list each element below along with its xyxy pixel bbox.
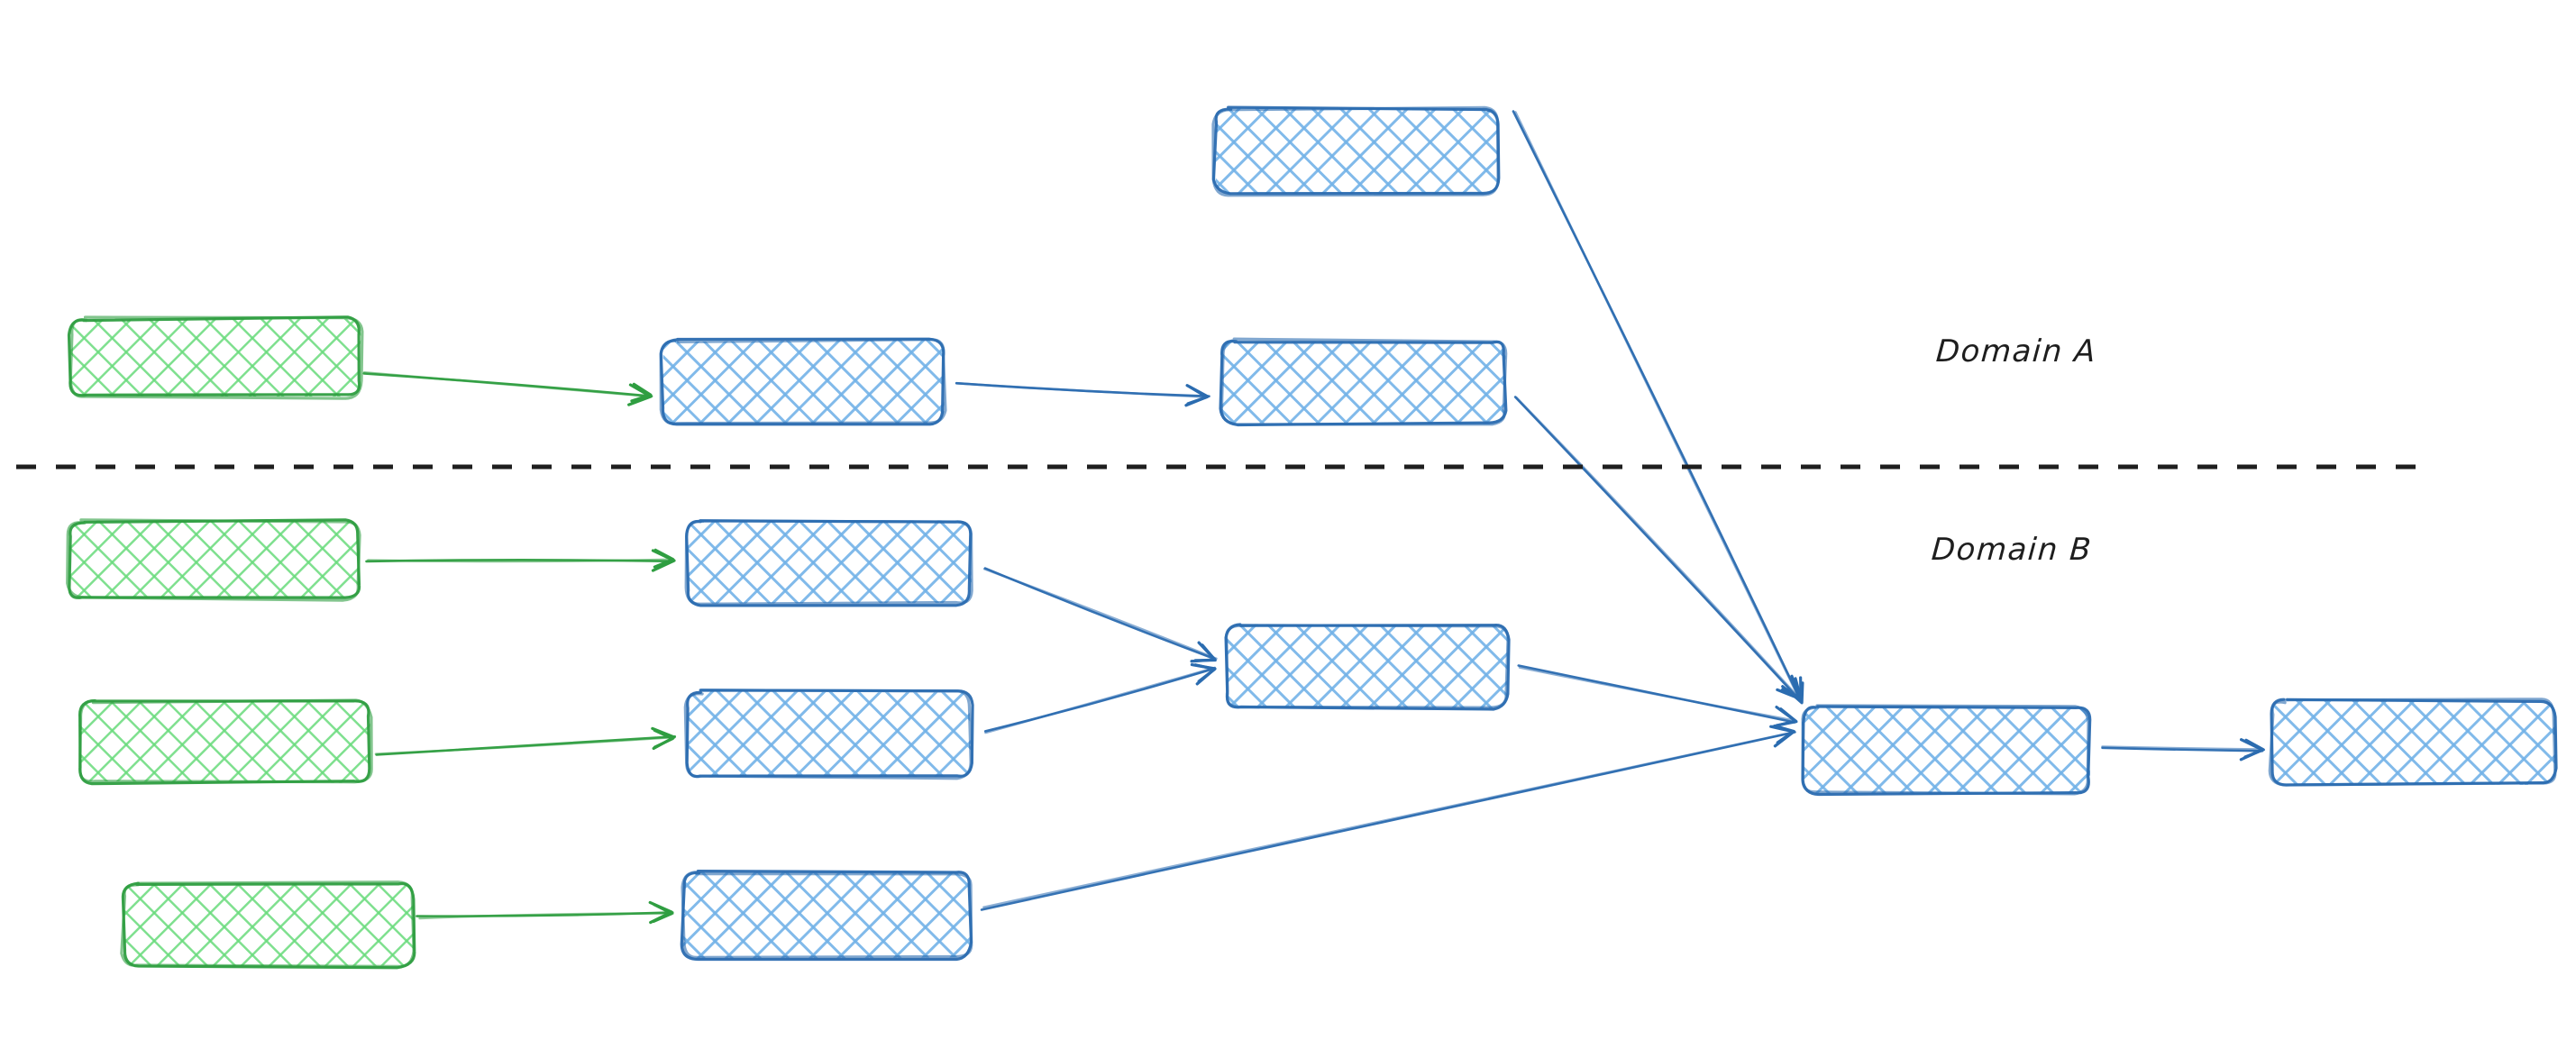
edge-a-proc-1-to-a-proc-2 bbox=[955, 381, 1210, 407]
edge-b-src-3-to-b-proc-3 bbox=[416, 900, 674, 925]
edge-b-merge-to-b-sink bbox=[1517, 664, 1798, 728]
edge-b-src-1-to-b-proc-1 bbox=[365, 548, 676, 572]
node-b-proc-1[interactable] bbox=[684, 519, 973, 607]
node-b-out[interactable] bbox=[2268, 698, 2558, 787]
edge-b-proc-1-to-b-merge bbox=[982, 567, 1218, 663]
node-b-sink[interactable] bbox=[1801, 704, 2092, 797]
node-b-src-2[interactable] bbox=[78, 698, 373, 786]
node-b-src-3[interactable] bbox=[120, 880, 416, 970]
node-b-proc-3[interactable] bbox=[680, 870, 973, 962]
edge-a-proc-2-to-b-sink bbox=[1513, 396, 1803, 701]
node-a-src-1[interactable] bbox=[67, 315, 364, 400]
edge-b-proc-2-to-b-merge bbox=[983, 662, 1217, 734]
edge-b-sink-to-b-out bbox=[2101, 738, 2265, 762]
edge-a-src-1-to-a-proc-1 bbox=[362, 370, 653, 406]
node-layer bbox=[66, 105, 2558, 970]
domain-b-label: Domain B bbox=[1930, 532, 2094, 568]
node-b-merge[interactable] bbox=[1224, 623, 1511, 711]
domain-a-label: Domain A bbox=[1934, 333, 2098, 369]
node-a-proc-1[interactable] bbox=[659, 337, 947, 426]
edge-a-proc-3-to-b-sink bbox=[1512, 110, 1804, 705]
node-b-proc-2[interactable] bbox=[683, 689, 974, 780]
node-a-proc-3[interactable] bbox=[1211, 105, 1501, 197]
edge-layer bbox=[362, 110, 2265, 925]
edge-b-proc-3-to-b-sink bbox=[980, 724, 1796, 911]
node-a-proc-2[interactable] bbox=[1219, 337, 1508, 427]
node-b-src-1[interactable] bbox=[66, 518, 361, 602]
edge-b-src-2-to-b-proc-2 bbox=[374, 726, 677, 756]
